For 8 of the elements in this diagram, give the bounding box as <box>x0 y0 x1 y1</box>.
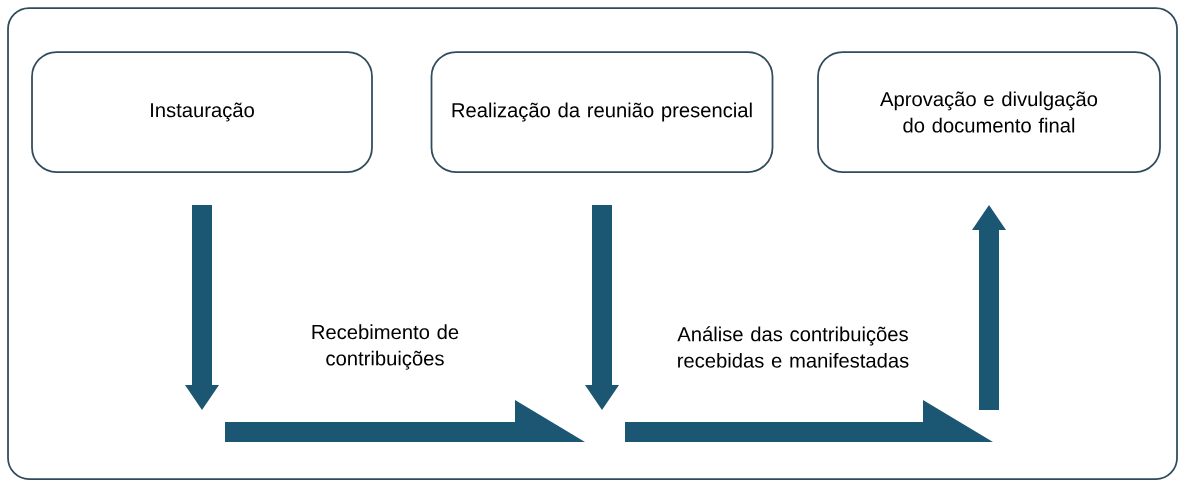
block-arrow <box>972 205 1006 410</box>
process-box: Realização da reunião presencial <box>430 51 774 173</box>
block-arrow <box>585 205 993 442</box>
process-box: Aprovação e divulgação do documento final <box>817 51 1161 173</box>
process-box: Instauração <box>31 51 373 173</box>
step-label: Análise das contribuições recebidas e manifestadas <box>677 326 909 368</box>
block-arrow <box>185 205 585 442</box>
step-label: Recebimento de contribuições <box>312 324 459 370</box>
